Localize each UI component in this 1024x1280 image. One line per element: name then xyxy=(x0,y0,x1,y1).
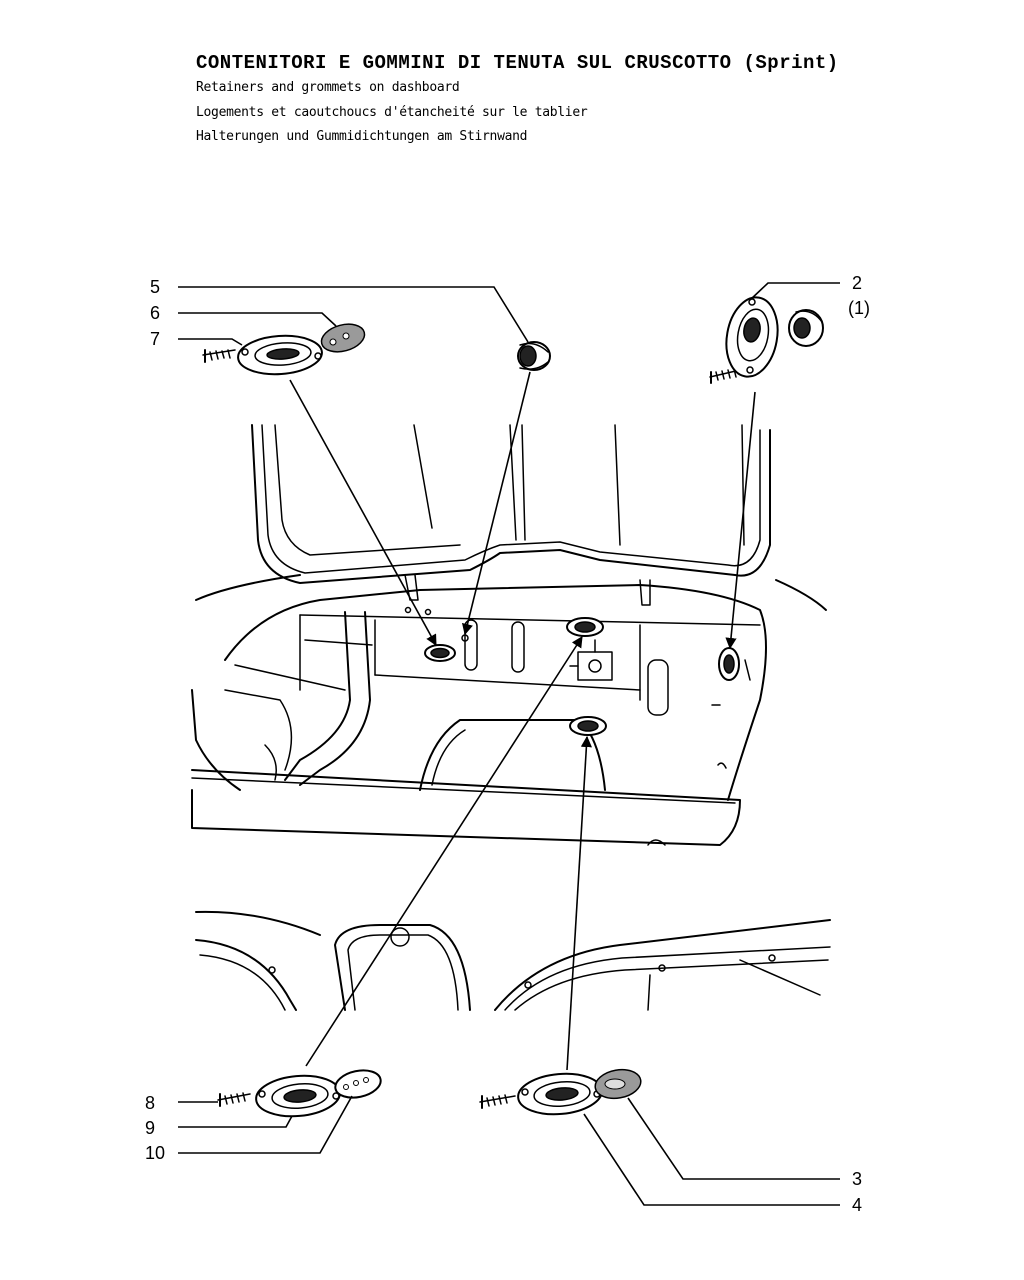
subtitle-english: Retainers and grommets on dashboard xyxy=(196,80,460,95)
installation-arrows xyxy=(289,371,756,1071)
grommet-10 xyxy=(334,1069,382,1099)
car-body-drawing xyxy=(191,424,831,1011)
page-title: CONTENITORI E GOMMINI DI TENUTA SUL CRUS… xyxy=(196,52,839,74)
callout-4: 4 xyxy=(852,1195,863,1215)
retainer-4-assembly xyxy=(479,1072,603,1116)
callout-1: (1) xyxy=(848,298,870,318)
callout-8: 8 xyxy=(145,1093,156,1113)
callout-leaders xyxy=(178,282,840,1206)
callout-3: 3 xyxy=(852,1169,863,1189)
grommet-6 xyxy=(320,323,366,353)
grommet-3 xyxy=(594,1068,642,1100)
grommet-1 xyxy=(788,309,824,347)
subtitle-german: Halterungen und Gummidichtungen am Stirn… xyxy=(196,129,528,144)
callout-10: 10 xyxy=(145,1143,166,1163)
callout-6: 6 xyxy=(150,303,161,323)
callout-5: 5 xyxy=(150,277,161,297)
retainer-7-assembly xyxy=(202,334,323,376)
retainer-9-assembly xyxy=(217,1074,341,1118)
retainer-2-assembly xyxy=(709,296,779,384)
subtitle-french: Logements et caoutchoucs d'étancheité su… xyxy=(196,105,588,120)
installed-grommets xyxy=(424,617,740,736)
callout-2: 2 xyxy=(852,273,863,293)
grommet-5 xyxy=(517,341,551,371)
callout-9: 9 xyxy=(145,1118,156,1138)
callout-7: 7 xyxy=(150,329,161,349)
